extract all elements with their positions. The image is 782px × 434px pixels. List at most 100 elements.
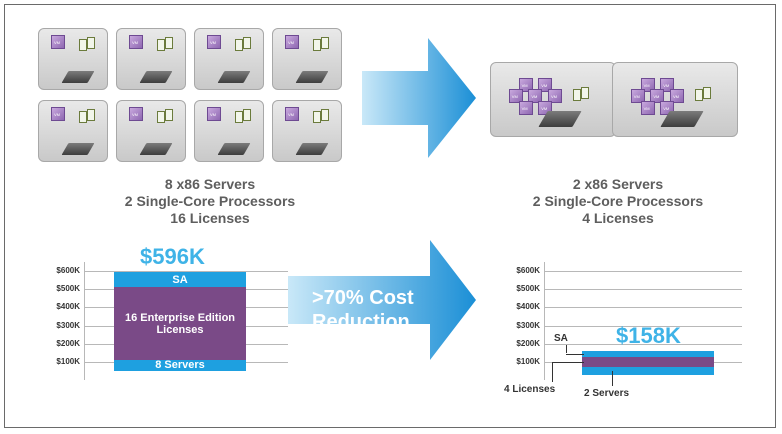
server-tile — [272, 28, 342, 90]
sa-leader-line — [566, 345, 567, 354]
y-tick-label: $300K — [56, 320, 80, 330]
vm-cube-icon — [129, 35, 143, 49]
before-caption-line: 2 Single-Core Processors — [124, 193, 296, 209]
vm-cube-icon — [129, 107, 143, 121]
vm-cube-icon — [640, 100, 655, 115]
vm-cube-icon — [51, 107, 65, 121]
cost-reduction-line: Reduction — [312, 311, 410, 333]
bar-segment — [582, 367, 714, 375]
y-axis-line — [84, 262, 85, 380]
vm-cube-icon — [207, 107, 221, 121]
server-box-icon — [139, 143, 173, 155]
before-caption-line: 16 Licenses — [170, 210, 250, 226]
consolidated-server-tile — [612, 62, 738, 137]
cost-reduction-arrow — [288, 240, 476, 360]
after-caption: 2 x86 Servers 2 Single-Core Processors 4… — [508, 176, 728, 227]
license-document-icon — [243, 109, 251, 121]
after-caption-line: 2 x86 Servers — [572, 176, 664, 192]
gridline — [544, 307, 742, 309]
after-caption-line: 2 Single-Core Processors — [532, 193, 704, 209]
y-tick-label: $500K — [516, 284, 540, 294]
total-cost-label: $596K — [140, 243, 205, 269]
server-box-icon — [217, 71, 251, 83]
license-document-icon — [313, 111, 321, 123]
license-document-icon — [157, 111, 165, 123]
sa-annotation: SA — [554, 333, 568, 345]
vm-cube-icon — [285, 35, 299, 49]
consolidated-server-tile — [490, 62, 616, 137]
servers-leader-line — [612, 370, 613, 386]
gridline — [544, 289, 742, 291]
gridline — [544, 343, 742, 345]
server-tile — [38, 28, 108, 90]
server-tile — [272, 100, 342, 162]
sa-leader-line — [566, 354, 584, 356]
license-document-icon — [157, 39, 165, 51]
license-document-icon — [87, 109, 95, 121]
y-axis-line — [544, 262, 545, 380]
license-document-icon — [235, 39, 243, 51]
before-caption-line: 8 x86 Servers — [164, 176, 256, 192]
server-box-icon — [538, 111, 582, 127]
licenses-annotation: 4 Licenses — [504, 384, 556, 395]
bar-segment: 8 Servers — [114, 359, 246, 371]
license-document-icon — [235, 111, 243, 123]
y-tick-label: $400K — [516, 302, 540, 312]
y-tick-label: $600K — [516, 266, 540, 276]
before-caption: 8 x86 Servers 2 Single-Core Processors 1… — [100, 176, 320, 227]
vm-cube-icon — [285, 107, 299, 121]
license-document-icon — [573, 89, 581, 101]
vm-cube-icon — [51, 35, 65, 49]
y-tick-label: $100K — [56, 356, 80, 366]
server-tile — [116, 28, 186, 90]
server-box-icon — [139, 71, 173, 83]
y-tick-label: $400K — [56, 302, 80, 312]
after-cost-chart: $600K $500K $400K $300K $200K $100K $158K SA 4 L… — [500, 262, 744, 399]
y-tick-label: $200K — [516, 338, 540, 348]
vm-cube-icon — [518, 100, 533, 115]
bar-segment: SA — [114, 271, 246, 288]
y-tick-label: $600K — [56, 266, 80, 276]
server-tile — [116, 100, 186, 162]
vm-cube-icon — [207, 35, 221, 49]
license-document-icon — [87, 37, 95, 49]
y-tick-label: $300K — [516, 320, 540, 330]
bar-segment — [582, 351, 714, 357]
cost-reduction-line: >70% Cost — [312, 287, 414, 309]
license-document-icon — [703, 87, 711, 99]
server-box-icon — [61, 71, 95, 83]
after-caption-line: 4 Licenses — [582, 210, 654, 226]
servers-annotation: 2 Servers — [584, 388, 630, 399]
server-box-icon — [295, 143, 329, 155]
server-tile — [194, 100, 264, 162]
cost-reduction-label: >70% Cost Reduction — [312, 286, 414, 334]
server-box-icon — [295, 71, 329, 83]
server-box-icon — [217, 143, 251, 155]
gridline — [544, 271, 742, 273]
license-document-icon — [321, 37, 329, 49]
license-document-icon — [581, 87, 589, 99]
license-document-icon — [695, 89, 703, 101]
vm-cube-icon — [548, 89, 562, 104]
y-tick-label: $200K — [56, 338, 80, 348]
gridline — [544, 325, 742, 327]
consolidation-arrow — [362, 38, 476, 158]
license-document-icon — [313, 39, 321, 51]
license-document-icon — [165, 109, 173, 121]
licenses-leader-line — [552, 362, 553, 382]
server-tile — [38, 100, 108, 162]
license-document-icon — [321, 109, 329, 121]
licenses-leader-line — [552, 362, 584, 364]
y-tick-label: $100K — [516, 356, 540, 366]
server-box-icon — [660, 111, 704, 127]
gridline — [84, 271, 288, 273]
license-document-icon — [79, 39, 87, 51]
server-box-icon — [61, 143, 95, 155]
y-tick-label: $500K — [56, 284, 80, 294]
total-cost-label: $158K — [616, 323, 681, 349]
server-tile — [194, 28, 264, 90]
bar-segment — [582, 356, 714, 368]
bar-segment: 16 Enterprise Edition Licenses — [114, 287, 246, 361]
license-document-icon — [243, 37, 251, 49]
